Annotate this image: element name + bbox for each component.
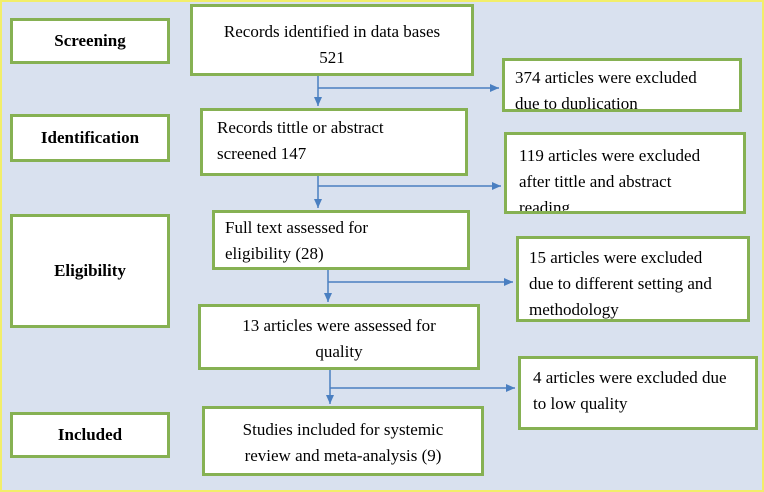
excluded-setting-line-3: methodology: [529, 300, 619, 319]
records-screened-line-1: Records tittle or abstract: [217, 118, 384, 137]
stage-eligibility: Eligibility: [10, 214, 170, 328]
stage-included-label: Included: [57, 425, 123, 444]
stage-screening: Screening: [10, 18, 170, 64]
records-identified-line-1: Records identified in data bases: [223, 22, 441, 41]
quality-line-1: 13 articles were assessed for: [242, 316, 436, 335]
excluded-setting-line-1: 15 articles were excluded: [529, 248, 703, 267]
quality-line-2: quality: [315, 342, 363, 361]
stage-identification: Identification: [10, 114, 170, 162]
records-identified-box: Records identified in data bases 521: [190, 4, 474, 76]
excluded-low-quality-line-2: to low quality: [533, 394, 628, 413]
excluded-setting-box: 15 articles were excluded due to differe…: [516, 236, 750, 322]
records-screened-line-2: screened 147: [217, 144, 307, 163]
excluded-duplication-line-2: due to duplication: [515, 94, 638, 112]
included-studies-line-1: Studies included for systemic: [242, 420, 444, 439]
excluded-title-abstract-line-3: reading: [519, 198, 570, 214]
excluded-setting-line-2: due to different setting and: [529, 274, 712, 293]
stage-eligibility-label: Eligibility: [54, 261, 126, 280]
included-studies-box: Studies included for systemic review and…: [202, 406, 484, 476]
full-text-box: Full text assessed for eligibility (28): [212, 210, 470, 270]
records-screened-box: Records tittle or abstract screened 147: [200, 108, 468, 176]
stage-screening-label: Screening: [54, 31, 126, 50]
full-text-line-2: eligibility (28): [225, 244, 324, 263]
excluded-duplication-box: 374 articles were excluded due to duplic…: [502, 58, 742, 112]
stage-identification-label: Identification: [40, 128, 140, 147]
excluded-low-quality-box: 4 articles were excluded due to low qual…: [518, 356, 758, 430]
excluded-duplication-line-1: 374 articles were excluded: [515, 68, 697, 87]
included-studies-line-2: review and meta-analysis (9): [244, 446, 442, 465]
excluded-title-abstract-line-1: 119 articles were excluded: [519, 146, 701, 165]
full-text-line-1: Full text assessed for: [225, 218, 369, 237]
excluded-title-abstract-box: 119 articles were excluded after tittle …: [504, 132, 746, 214]
quality-box: 13 articles were assessed for quality: [198, 304, 480, 370]
excluded-low-quality-line-1: 4 articles were excluded due: [533, 368, 727, 387]
records-identified-line-2: 521: [319, 48, 345, 67]
stage-included: Included: [10, 412, 170, 458]
excluded-title-abstract-line-2: after tittle and abstract: [519, 172, 672, 191]
